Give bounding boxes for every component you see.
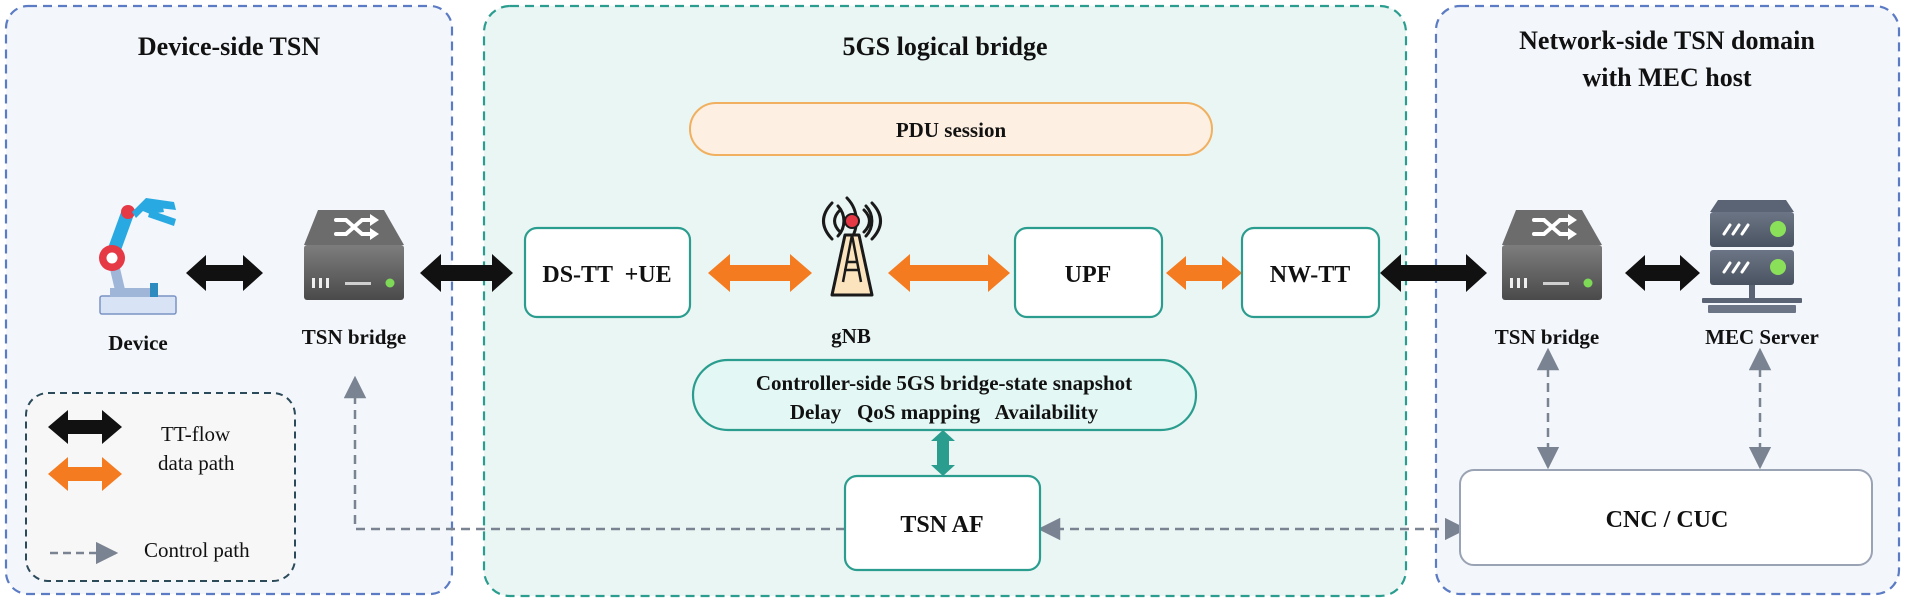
nw-tt-box: [1240, 226, 1381, 319]
legend-black-arrow: [48, 410, 122, 444]
arrow-bridge-to-mec: [1625, 255, 1700, 291]
snapshot-title: Controller-side 5GS bridge-state snapsho…: [756, 371, 1132, 395]
nw-tt-label: NW-TT: [1270, 262, 1350, 288]
network-side-title-line2: with MEC host: [1582, 63, 1751, 92]
mec-server-label: MEC Server: [1705, 325, 1819, 349]
tsn-af-box: [843, 474, 1042, 572]
device-side-title: Device-side TSN: [138, 32, 320, 61]
arrow-gnb-to-upf: [888, 254, 1010, 292]
arrow-snapshot-to-af: [931, 430, 955, 476]
gnb-label: gNB: [831, 324, 871, 348]
pdu-session-label: PDU session: [896, 118, 1007, 142]
cnc-cuc-box: [1459, 469, 1873, 566]
network-switch-icon: [1502, 210, 1602, 300]
ds-tt-ue-box: [523, 226, 692, 319]
control-paths: [343, 347, 1772, 541]
legend-tt-flow-line1: TT-flow: [161, 422, 231, 446]
arrow-ue-to-gnb: [708, 254, 812, 292]
tsn-bridge-right-label: TSN bridge: [1495, 325, 1599, 349]
5gs-bridge-title: 5GS logical bridge: [842, 32, 1047, 61]
snapshot-metrics: Delay QoS mapping Availability: [790, 400, 1099, 424]
legend-orange-arrow: [48, 457, 122, 491]
pdu-session-box: [689, 102, 1213, 156]
antenna-tower-icon: [822, 196, 882, 297]
network-side-title-line1: Network-side TSN domain: [1519, 26, 1815, 55]
arrow-device-to-bridge: [186, 255, 263, 291]
arrow-nwtt-to-bridge: [1380, 254, 1487, 292]
tsn-af-label: TSN AF: [900, 512, 983, 538]
server-rack-icon: [1702, 200, 1802, 313]
device-label: Device: [108, 331, 167, 355]
control-path-af-to-left-bridge: [343, 375, 845, 531]
tsn-bridge-left-label: TSN bridge: [302, 325, 406, 349]
legend-box: [25, 392, 296, 582]
ds-tt-ue-label: DS-TT +UE: [542, 262, 671, 288]
arrow-upf-to-nwtt: [1166, 256, 1242, 290]
arrow-bridge-to-dstt: [420, 254, 513, 292]
bridge-state-snapshot-box: [691, 358, 1198, 432]
network-switch-icon: [304, 210, 404, 300]
upf-label: UPF: [1065, 262, 1112, 288]
robot-arm-icon: [99, 198, 177, 315]
legend-tt-flow-line2: data path: [158, 451, 235, 475]
upf-box: [1013, 226, 1164, 319]
cnc-cuc-label: CNC / CUC: [1606, 507, 1729, 533]
legend-control-path: Control path: [144, 538, 250, 562]
